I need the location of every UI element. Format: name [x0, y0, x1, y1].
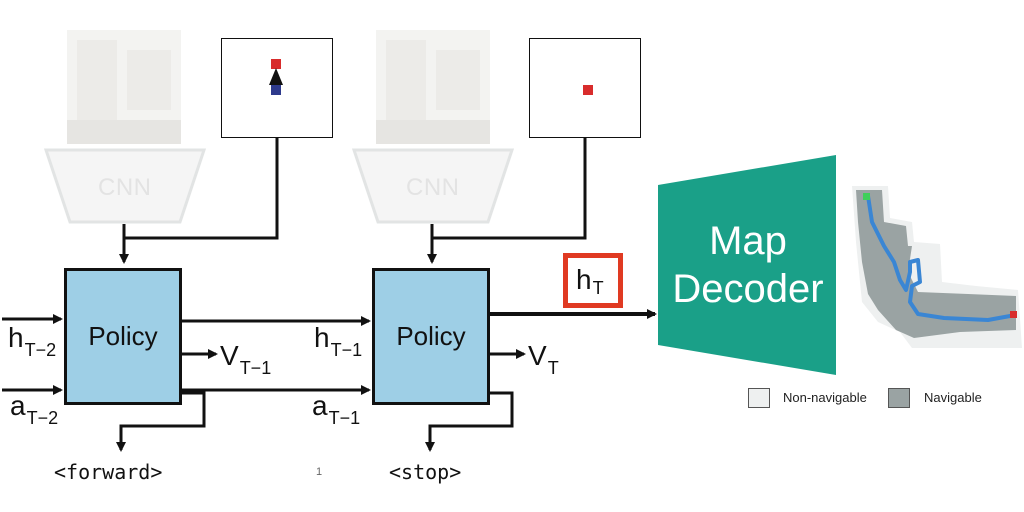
- policy-block-2: Policy: [372, 268, 490, 405]
- action-output-stop: <stop>: [389, 460, 462, 484]
- agent-marker: [271, 85, 281, 95]
- map-decoder-block: [658, 155, 836, 375]
- goal-marker: [271, 59, 281, 69]
- decoded-top-down-map: [852, 186, 1022, 348]
- value-output-label-2: VT: [528, 340, 559, 378]
- cnn-encoder-2: [352, 148, 514, 224]
- goal-map-2: [529, 38, 641, 138]
- map-decoder-label: Map Decoder: [672, 219, 824, 311]
- cnn-label-1: CNN: [98, 174, 152, 201]
- value-output-label-1: VT−1: [220, 340, 272, 378]
- cnn-label-2: CNN: [406, 174, 460, 201]
- hidden-state-mid-label: hT−1: [314, 322, 363, 360]
- final-hidden-state-label: hT: [576, 264, 604, 298]
- camera-frame-1: [67, 30, 181, 144]
- action-input-label: aT−2: [10, 390, 59, 428]
- final-hidden-state-highlight: [563, 253, 623, 308]
- camera-frame-2: [376, 30, 490, 144]
- page-number: 1: [316, 466, 323, 478]
- action-mid-label: aT−1: [312, 390, 361, 428]
- direction-arrow-icon: [269, 68, 283, 85]
- policy-label: Policy: [88, 321, 158, 351]
- action-output-forward: <forward>: [54, 460, 163, 484]
- legend-swatch-navigable: [888, 388, 910, 408]
- legend-swatch-non-navigable: [748, 388, 770, 408]
- legend-label-non-navigable: Non-navigable: [783, 390, 867, 405]
- legend-label-navigable: Navigable: [924, 390, 982, 405]
- goal-map-1: [221, 38, 333, 138]
- policy-label: Policy: [396, 321, 466, 351]
- policy-block-1: Policy: [64, 268, 182, 405]
- goal-marker: [583, 85, 593, 95]
- hidden-state-input-label: hT−2: [8, 322, 57, 360]
- cnn-encoder-1: [44, 148, 206, 224]
